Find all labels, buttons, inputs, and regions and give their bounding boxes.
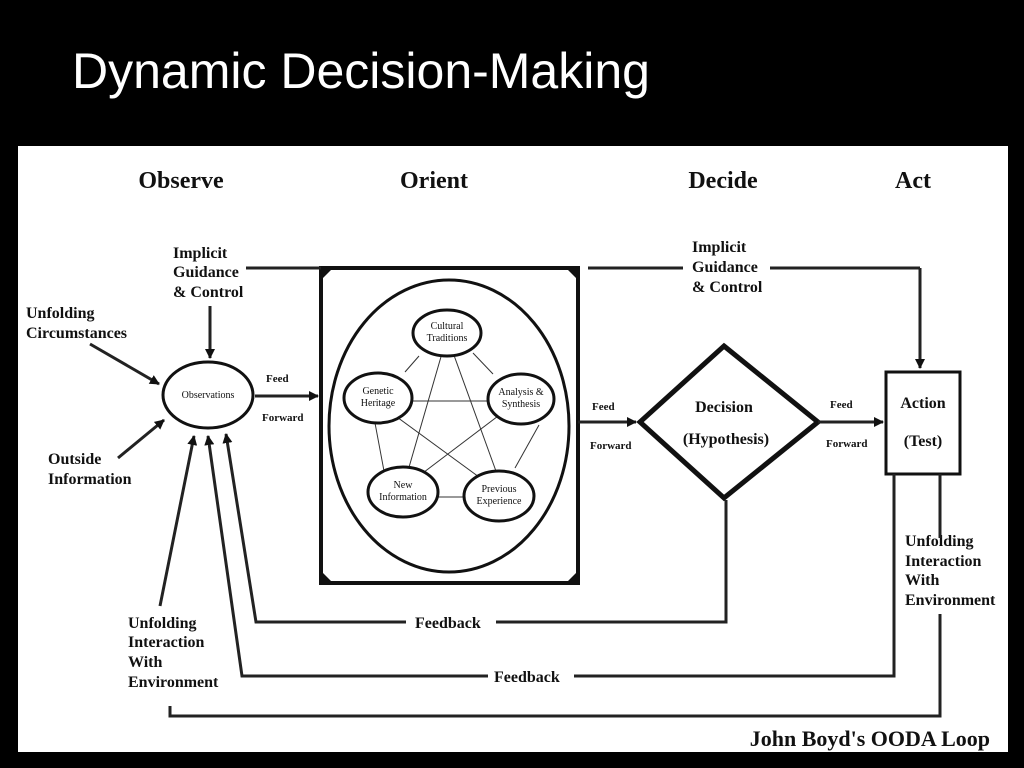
cultural-traditions-node: Cultural Traditions bbox=[411, 308, 483, 358]
label-line: Implicit bbox=[692, 239, 747, 256]
node-label: Heritage bbox=[361, 398, 396, 409]
feedback-1-label: Feedback bbox=[415, 615, 481, 632]
forward-label: Forward bbox=[590, 440, 632, 452]
ooda-loop-diagram: Observe Orient Decide Act Implicit Guida… bbox=[26, 168, 996, 751]
label-line: With bbox=[128, 654, 162, 671]
feed-label: Feed bbox=[266, 373, 289, 385]
arrow-outside-to-observations bbox=[117, 418, 165, 460]
forward-label: Forward bbox=[826, 438, 868, 450]
diagram-caption: John Boyd's OODA Loop bbox=[750, 726, 990, 751]
node-shape bbox=[411, 308, 483, 358]
node-shape bbox=[462, 469, 536, 523]
node-shape bbox=[342, 371, 414, 425]
orient-ellipse bbox=[327, 278, 571, 574]
genetic-heritage-node: Genetic Heritage bbox=[342, 371, 414, 425]
label-line: Unfolding bbox=[905, 533, 973, 550]
node-label: New bbox=[394, 480, 414, 491]
node-label: Analysis & bbox=[498, 387, 544, 398]
feedback-2-label: Feedback bbox=[494, 669, 560, 686]
label-line: With bbox=[905, 572, 939, 589]
label-line: Guidance bbox=[173, 264, 239, 281]
link bbox=[374, 422, 385, 472]
forward-label: Forward bbox=[262, 412, 304, 424]
node-label: Traditions bbox=[427, 333, 468, 344]
header-orient: Orient bbox=[400, 168, 468, 194]
hypothesis-label: (Hypothesis) bbox=[683, 431, 769, 448]
label-line: & Control bbox=[173, 284, 244, 301]
link bbox=[446, 335, 506, 497]
decision-node bbox=[636, 342, 822, 502]
label-line: Environment bbox=[905, 592, 996, 609]
previous-experience-node: Previous Experience bbox=[462, 469, 536, 523]
header-act: Act bbox=[895, 168, 931, 194]
unfolding-interaction-act-label: Unfolding Interaction With Environment bbox=[905, 533, 996, 609]
label-line: Interaction bbox=[128, 634, 205, 651]
label-line: Implicit bbox=[173, 245, 228, 262]
label-line: Guidance bbox=[692, 259, 758, 276]
link bbox=[402, 335, 448, 489]
arrow-circumstances-to-observations bbox=[89, 342, 160, 386]
analysis-synthesis-node: Analysis & Synthesis bbox=[486, 372, 556, 426]
feedback-1-left bbox=[222, 433, 406, 624]
node-label: Information bbox=[379, 492, 427, 503]
node-label: Experience bbox=[477, 496, 523, 507]
label-line: & Control bbox=[692, 279, 763, 296]
arrow-environment-to-observations bbox=[158, 435, 198, 607]
header-decide: Decide bbox=[688, 168, 758, 194]
feedback-2-right bbox=[574, 474, 896, 678]
observations-label: Observations bbox=[182, 390, 235, 401]
slide-title: Dynamic Decision-Making bbox=[72, 43, 650, 99]
unfolding-circumstances-label: Unfolding Circumstances bbox=[26, 305, 127, 342]
node-shape bbox=[486, 372, 556, 426]
env-line-bottom bbox=[168, 614, 942, 718]
label-line: Outside bbox=[48, 451, 101, 468]
link bbox=[404, 355, 420, 373]
feedback-1-right bbox=[496, 500, 728, 624]
unfolding-interaction-observe-label: Unfolding Interaction With Environment bbox=[128, 615, 219, 691]
action-node bbox=[884, 370, 962, 476]
feed-label: Feed bbox=[830, 399, 853, 411]
new-information-node: New Information bbox=[366, 465, 440, 519]
label-line: Interaction bbox=[905, 553, 982, 570]
node-label: Cultural bbox=[431, 321, 464, 332]
implicit-guidance-observe-label: Implicit Guidance & Control bbox=[173, 245, 244, 301]
label-line: Unfolding bbox=[26, 305, 94, 322]
link bbox=[514, 424, 540, 469]
header-observe: Observe bbox=[138, 168, 224, 194]
implicit-guidance-decide-label: Implicit Guidance & Control bbox=[692, 239, 763, 296]
node-shape bbox=[366, 465, 440, 519]
label-line: Information bbox=[48, 471, 132, 488]
decision-label: Decision bbox=[695, 399, 753, 416]
observations-node bbox=[161, 360, 255, 430]
node-label: Genetic bbox=[362, 386, 394, 397]
node-label: Synthesis bbox=[502, 399, 540, 410]
outside-information-label: Outside Information bbox=[48, 451, 132, 488]
feedback-2-left bbox=[204, 435, 488, 678]
action-label: Action bbox=[900, 395, 945, 412]
label-line: Unfolding bbox=[128, 615, 196, 632]
link bbox=[472, 352, 494, 375]
label-line: Environment bbox=[128, 674, 219, 691]
node-label: Previous bbox=[482, 484, 517, 495]
test-label: (Test) bbox=[904, 433, 943, 450]
label-line: Circumstances bbox=[26, 325, 127, 342]
ooda-diagram-panel: Observe Orient Decide Act Implicit Guida… bbox=[18, 146, 1008, 752]
feed-label: Feed bbox=[592, 401, 615, 413]
